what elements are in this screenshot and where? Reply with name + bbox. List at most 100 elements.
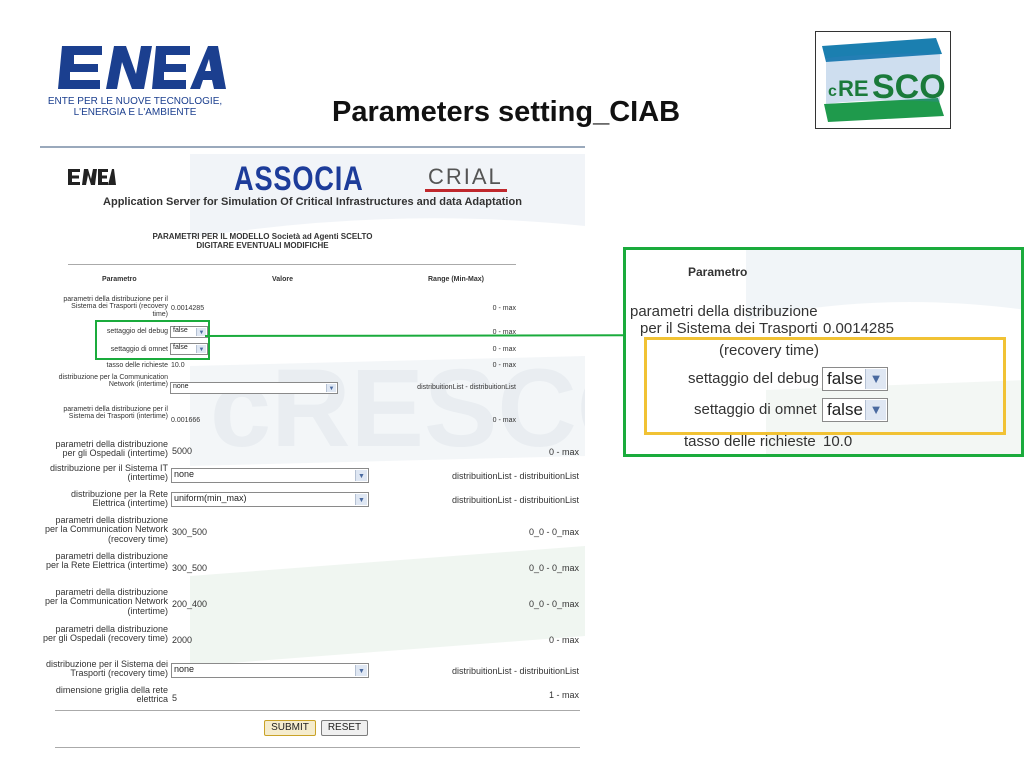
param-label: parametri della distribuzione per la Com…: [44, 515, 168, 544]
param-value[interactable]: 300_500: [172, 563, 208, 573]
select-value: none: [173, 383, 189, 390]
select-value: uniform(min_max): [174, 493, 247, 503]
svg-text:c: c: [828, 83, 837, 100]
chevron-down-icon[interactable]: ▼: [865, 400, 886, 420]
zoom-debug-select[interactable]: false ▼: [822, 367, 888, 391]
zoom-column-header-param: Parametro: [688, 265, 748, 279]
transport-distribution-select[interactable]: none ▼: [171, 663, 369, 678]
param-range: 0 - max: [492, 305, 516, 312]
panel-top-border: [40, 146, 585, 148]
param-range: distribuitionList - distribuitionList: [451, 666, 579, 676]
chevron-down-icon[interactable]: ▼: [196, 328, 206, 336]
param-value[interactable]: 0.001666: [171, 417, 201, 424]
param-value[interactable]: 2000: [172, 635, 193, 645]
param-value[interactable]: 5: [172, 693, 178, 703]
reset-button[interactable]: RESET: [321, 720, 368, 736]
value-field-background: [170, 302, 370, 312]
omnet-select[interactable]: false ▼: [170, 343, 208, 355]
slide-title: Parameters setting_CIAB: [332, 96, 681, 128]
param-label: parametri della distribuzione per la Ret…: [45, 551, 168, 571]
chevron-down-icon[interactable]: ▼: [355, 494, 367, 505]
param-label: parametri della distribuzione per il Sis…: [63, 406, 168, 421]
form-divider: [55, 710, 580, 711]
param-label: dimensione griglia della rete elettrica: [55, 685, 168, 705]
chevron-down-icon[interactable]: ▼: [355, 470, 367, 481]
param-range: distribuitionList - distribuitionList: [451, 471, 579, 481]
zoom-param-value[interactable]: 0.0014285: [823, 320, 894, 337]
associa-title: ASSOCIA: [234, 160, 364, 198]
crial-logo: CRIAL: [428, 164, 503, 189]
param-label: distribuzione per la Rete Elettrica (int…: [70, 489, 168, 509]
column-header-param: Parametro: [102, 276, 137, 283]
param-range: 0_0 - 0_max: [528, 599, 579, 609]
param-range: 0_0 - 0_max: [528, 563, 579, 573]
crial-logo-underline: [425, 189, 507, 192]
param-value[interactable]: 0.0014285: [171, 305, 205, 312]
electric-grid-distribution-select[interactable]: uniform(min_max) ▼: [171, 492, 369, 507]
cresco-logo-graphic: c RE SCO: [822, 38, 946, 122]
zoom-debug-select-value: false: [827, 369, 863, 388]
debug-select[interactable]: false ▼: [170, 326, 208, 338]
param-range: 0 - max: [492, 362, 516, 369]
zoom-callout: Parametro parametri della distribuzione …: [623, 247, 1024, 457]
comm-network-distribution-select[interactable]: none ▼: [170, 382, 338, 394]
zoom-label-request-rate: tasso delle richieste: [684, 433, 816, 450]
debug-select-value: false: [173, 327, 188, 334]
param-label: parametri della distribuzione per gli Os…: [42, 624, 168, 644]
param-value[interactable]: 10.0: [171, 362, 185, 369]
app-subtitle: Application Server for Simulation Of Cri…: [103, 196, 522, 208]
chevron-down-icon[interactable]: ▼: [196, 345, 206, 353]
param-range: 0 - max: [492, 329, 516, 336]
param-label: parametri della distribuzione per gli Os…: [55, 439, 168, 459]
param-range: 0_0 - 0_max: [528, 527, 579, 537]
enea-subtitle: ENTE PER LE NUOVE TECNOLOGIE, L'ENERGIA …: [40, 96, 230, 118]
enea-subtitle-line-2: L'ENERGIA E L'AMBIENTE: [73, 107, 197, 118]
param-range: distribuitionList - distribuitionList: [451, 495, 579, 505]
zoom-label-line-2: per il Sistema dei Trasporti: [640, 320, 818, 337]
param-value[interactable]: 5000: [172, 446, 193, 456]
param-label: parametri della distribuzione per la Com…: [44, 587, 168, 616]
param-value[interactable]: 200_400: [172, 599, 208, 609]
it-system-distribution-select[interactable]: none ▼: [171, 468, 369, 483]
column-header-range: Range (Min-Max): [428, 276, 484, 283]
param-label: tasso delle richieste: [106, 362, 168, 369]
chevron-down-icon[interactable]: ▼: [326, 384, 336, 392]
page-bottom-divider: [55, 747, 580, 748]
param-range: 1 - max: [548, 690, 579, 700]
chevron-down-icon[interactable]: ▼: [865, 369, 886, 389]
highlight-box-green: [95, 320, 210, 360]
highlight-box-orange: [644, 337, 1006, 435]
zoom-omnet-select[interactable]: false ▼: [822, 398, 888, 422]
zoom-omnet-select-value: false: [827, 400, 863, 419]
edit-instruction: DIGITARE EVENTUALI MODIFICHE: [196, 241, 329, 250]
param-label: parametri della distribuzione per il Sis…: [63, 296, 168, 318]
enea-logo: ENTE PER LE NUOVE TECNOLOGIE, L'ENERGIA …: [40, 42, 230, 122]
select-value: none: [174, 664, 195, 674]
param-label: settaggio di omnet: [110, 346, 168, 353]
omnet-select-value: false: [173, 344, 188, 351]
chevron-down-icon[interactable]: ▼: [355, 665, 367, 676]
param-range: distribuitionList - distribuitionList: [417, 384, 516, 391]
param-label: distribuzione per la Communication Netwo…: [58, 374, 168, 389]
zoom-label-line-3: (recovery time): [719, 342, 820, 359]
select-value: none: [174, 469, 195, 479]
zoom-label-line-1: parametri della distribuzione: [630, 303, 818, 320]
param-range: 0 - max: [548, 635, 579, 645]
param-label: distribuzione per il Sistema dei Traspor…: [45, 659, 168, 679]
model-heading: PARAMETRI PER IL MODELLO Società ad Agen…: [152, 232, 373, 241]
svg-text:RE: RE: [838, 76, 869, 101]
param-range: 0 - max: [548, 447, 579, 457]
zoom-request-rate-value[interactable]: 10.0: [823, 433, 853, 450]
param-label: distribuzione per il Sistema IT (interti…: [49, 463, 168, 483]
zoom-label-debug: settaggio del debug: [688, 370, 819, 387]
cresco-logo: c RE SCO: [815, 31, 951, 129]
param-value[interactable]: 300_500: [172, 527, 208, 537]
param-label: settaggio del debug: [106, 328, 168, 335]
param-range: 0 - max: [492, 346, 516, 353]
svg-text:SCO: SCO: [872, 68, 946, 106]
param-range: 0 - max: [492, 417, 516, 424]
submit-button[interactable]: SUBMIT: [264, 720, 316, 736]
zoom-label-omnet: settaggio di omnet: [694, 401, 817, 418]
